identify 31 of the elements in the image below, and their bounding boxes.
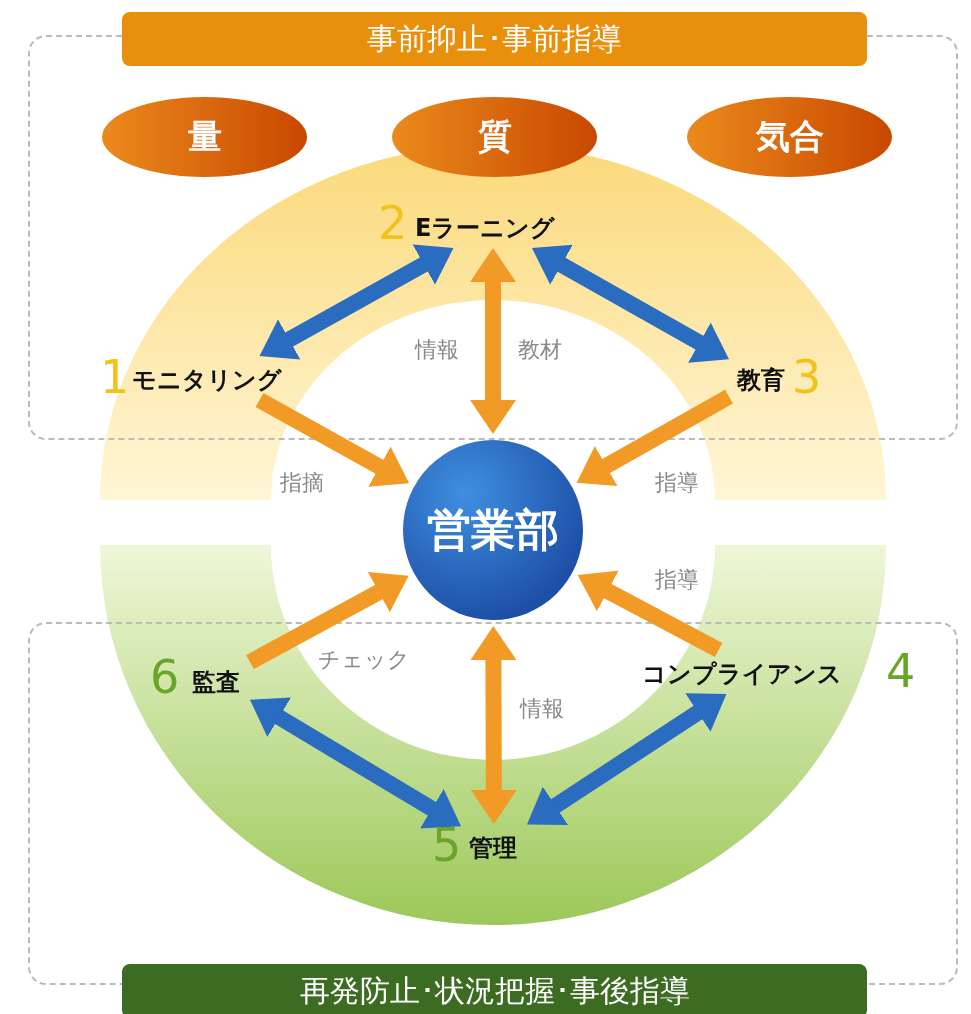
step-number: 1 bbox=[100, 350, 130, 404]
oval-badge: 質 bbox=[392, 97, 597, 177]
step-number: 4 bbox=[886, 644, 916, 698]
step-number: 3 bbox=[792, 350, 822, 404]
edge-label: 指導 bbox=[655, 469, 699, 497]
node-label: コンプライアンス bbox=[642, 658, 882, 690]
arrow bbox=[470, 626, 517, 824]
arrow bbox=[527, 693, 727, 826]
banner: 事前抑止･事前指導 bbox=[122, 12, 867, 66]
arrow bbox=[250, 697, 461, 829]
node-label: Eラーニング bbox=[415, 212, 575, 244]
node-label: 教育 bbox=[737, 364, 791, 396]
arrow bbox=[259, 244, 454, 360]
node-label: モニタリング bbox=[132, 364, 312, 396]
node-label: 管理 bbox=[469, 832, 523, 864]
center-circle: 営業部 bbox=[403, 440, 583, 620]
edge-label: 指導 bbox=[655, 566, 699, 594]
oval-badge: 量 bbox=[102, 97, 307, 177]
step-number: 2 bbox=[378, 196, 408, 250]
step-number: 5 bbox=[432, 818, 462, 872]
step-number: 6 bbox=[150, 650, 180, 704]
arrow bbox=[470, 248, 516, 434]
node-label: 監査 bbox=[192, 666, 246, 698]
edge-label: 情報 bbox=[520, 695, 564, 723]
edge-label: 指摘 bbox=[280, 469, 324, 497]
oval-badge: 気合 bbox=[687, 97, 892, 177]
arrow bbox=[531, 244, 729, 363]
arrow-label: 教材 bbox=[518, 336, 562, 364]
edge-label: チェック bbox=[318, 646, 410, 674]
edge-label: 情報 bbox=[415, 336, 459, 364]
banner: 再発防止･状況把握･事後指導 bbox=[122, 964, 867, 1014]
